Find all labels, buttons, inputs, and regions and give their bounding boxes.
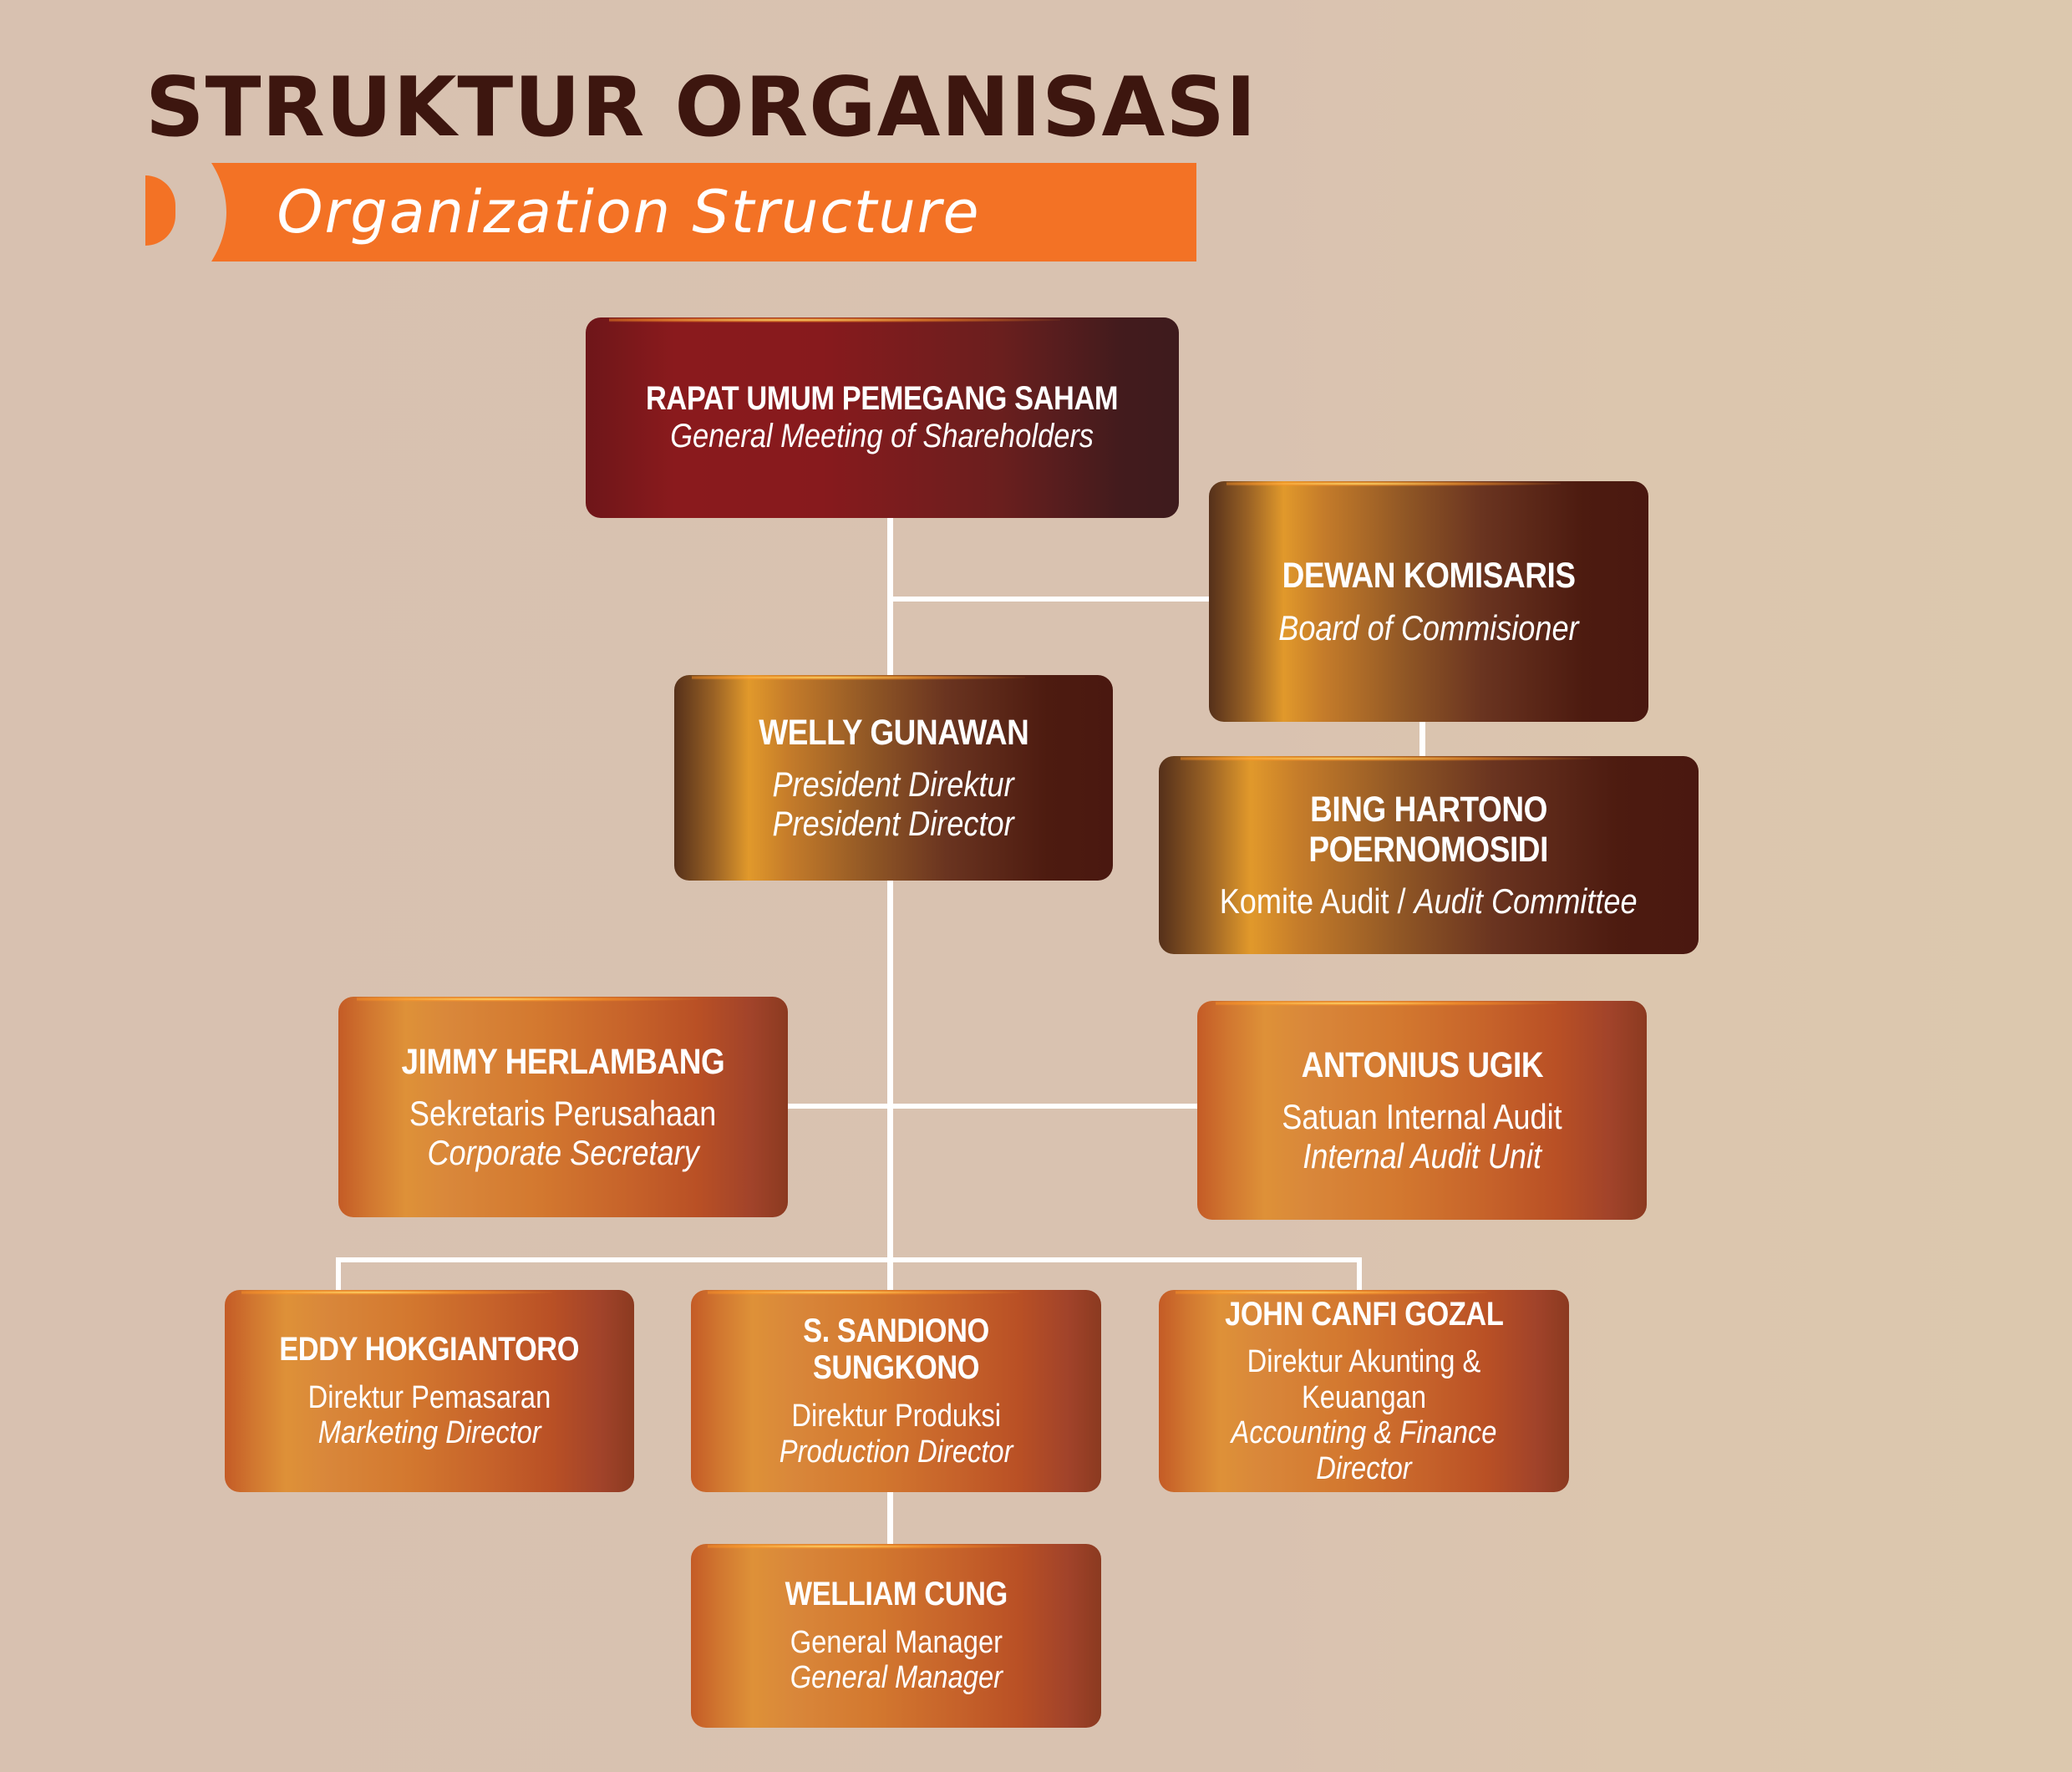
- half-circle-accent-icon: [145, 175, 175, 246]
- node-name: EDDY HOKGIANTORO: [279, 1331, 580, 1368]
- connector-staff-horizontal: [786, 1104, 1199, 1109]
- node-name: JIMMY HERLAMBANG: [401, 1041, 725, 1082]
- node-audit-committee: BING HARTONO POERNOMOSIDI Komite Audit /…: [1159, 756, 1699, 954]
- node-general-meeting: RAPAT UMUM PEMEGANG SAHAM General Meetin…: [586, 317, 1179, 518]
- node-title-en: Board of Commisioner: [1278, 607, 1579, 647]
- node-title-id: General Manager: [790, 1624, 1003, 1660]
- connector-marketing-drop: [336, 1257, 341, 1292]
- node-title-id: Direktur Pemasaran: [307, 1379, 551, 1415]
- node-president-director: WELLY GUNAWAN President Direktur Preside…: [674, 675, 1113, 881]
- node-title-en: General Manager: [790, 1660, 1003, 1696]
- node-corporate-secretary: JIMMY HERLAMBANG Sekretaris Perusahaan C…: [338, 997, 788, 1217]
- node-name: JOHN CANFI GOZAL: [1224, 1295, 1504, 1333]
- page-subtitle: Organization Structure: [277, 178, 981, 246]
- connector-production-gm: [887, 1490, 893, 1546]
- node-board-of-commissioner: DEWAN KOMISARIS Board of Commisioner: [1209, 481, 1648, 722]
- node-production-director: S. SANDIONO SUNGKONO Direktur Produksi P…: [691, 1290, 1101, 1492]
- node-title-id: Komite Audit /: [1220, 881, 1406, 922]
- connector-directors-bus: [336, 1257, 1362, 1262]
- node-title-en: Accounting & Finance Director: [1231, 1415, 1497, 1486]
- node-name: WELLIAM CUNG: [785, 1576, 1008, 1613]
- node-name-line1: BING HARTONO: [1310, 789, 1547, 830]
- node-name: DEWAN KOMISARIS: [1282, 556, 1576, 597]
- node-name-line2: POERNOMOSIDI: [1308, 829, 1549, 870]
- node-title-id: Satuan Internal Audit: [1282, 1097, 1562, 1137]
- subtitle-banner: Organization Structure: [211, 163, 1196, 261]
- node-marketing-director: EDDY HOKGIANTORO Direktur Pemasaran Mark…: [225, 1290, 634, 1492]
- node-general-manager: WELLIAM CUNG General Manager General Man…: [691, 1544, 1101, 1728]
- node-internal-audit: ANTONIUS UGIK Satuan Internal Audit Inte…: [1197, 1001, 1647, 1220]
- node-name: WELLY GUNAWAN: [758, 712, 1029, 753]
- node-title-en: Audit Committee: [1414, 881, 1638, 922]
- node-title-en: President Director: [772, 804, 1015, 844]
- connector-board-audit-committee: [1419, 720, 1425, 758]
- connector-to-board: [887, 597, 1211, 602]
- node-title-id: Direktur Akunting & Keuangan: [1247, 1344, 1481, 1415]
- node-name: ANTONIUS UGIK: [1301, 1044, 1543, 1085]
- node-name: S. SANDIONO SUNGKONO: [803, 1312, 989, 1387]
- node-name: RAPAT UMUM PEMEGANG SAHAM: [646, 380, 1119, 418]
- node-title-id: Sekretaris Perusahaan: [409, 1094, 717, 1134]
- node-title-en: Internal Audit Unit: [1303, 1136, 1541, 1176]
- page-title: STRUKTUR ORGANISASI: [145, 60, 1257, 155]
- node-title-id: President Direktur: [772, 764, 1015, 805]
- connector-president-trunk: [887, 879, 893, 1292]
- connector-finance-drop: [1357, 1257, 1362, 1292]
- node-title-en: Production Director: [779, 1434, 1013, 1470]
- node-title-en: Marketing Director: [317, 1415, 541, 1451]
- node-finance-director: JOHN CANFI GOZAL Direktur Akunting & Keu…: [1159, 1290, 1569, 1492]
- node-title: Komite Audit / Audit Committee: [1220, 881, 1638, 921]
- node-title-id: Direktur Produksi: [791, 1399, 1001, 1434]
- node-title-en: Corporate Secretary: [427, 1133, 699, 1173]
- node-title-en: General Meeting of Shareholders: [670, 418, 1094, 454]
